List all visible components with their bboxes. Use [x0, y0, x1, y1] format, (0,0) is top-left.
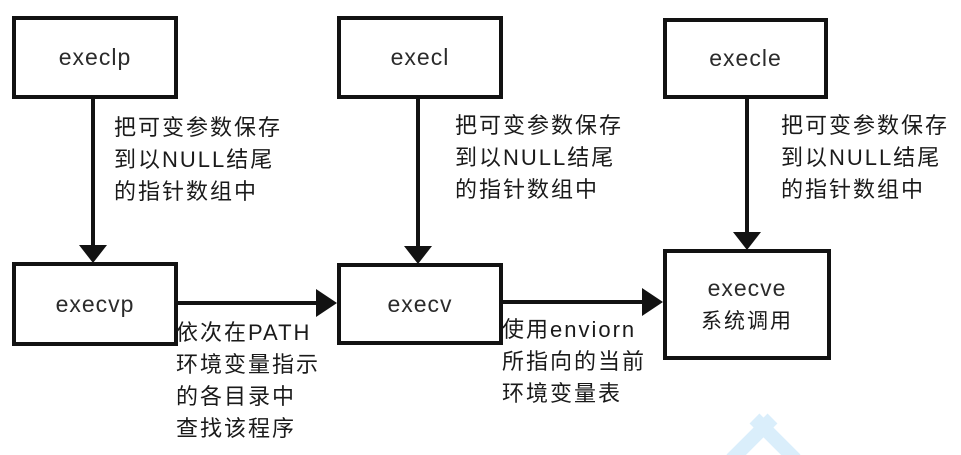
node-execl-label: execl	[390, 44, 450, 70]
annotation-line: 把可变参数保存	[455, 113, 624, 138]
node-execlp-label: execlp	[58, 44, 132, 70]
arrow-execle-to-execve-head-icon	[733, 232, 761, 250]
annotation-line: 查找该程序	[176, 416, 297, 441]
annotation-line: 依次在PATH	[176, 320, 312, 345]
annotation-line: 的指针数组中	[781, 177, 926, 202]
arrow-execl-to-execv-line	[416, 97, 420, 247]
annotation-save-args-execle: 把可变参数保存 到以NULL结尾 的指针数组中	[781, 110, 949, 206]
node-execve-sublabel: 系统调用	[701, 309, 793, 333]
node-execlp: execlp	[12, 16, 178, 99]
node-execle-label: execle	[709, 45, 782, 71]
annotation-line: 的指针数组中	[114, 179, 259, 204]
annotation-line: 所指向的当前	[502, 349, 647, 374]
annotation-line: 到以NULL结尾	[455, 145, 616, 170]
arrow-execv-to-execve-line	[501, 300, 647, 304]
node-execl: execl	[337, 16, 503, 99]
arrow-execv-to-execve-head-icon	[642, 288, 663, 316]
annotation-line: 到以NULL结尾	[781, 145, 942, 170]
arrow-execlp-to-execvp-head-icon	[79, 245, 107, 263]
node-execle: execle	[663, 18, 828, 99]
annotation-environ: 使用enviorn 所指向的当前 环境变量表	[502, 314, 646, 410]
node-execve-label: execve	[707, 274, 787, 301]
node-execvp: execvp	[12, 262, 178, 346]
annotation-path-search: 依次在PATH 环境变量指示 的各目录中 查找该程序	[176, 317, 320, 445]
node-execvp-label: execvp	[55, 290, 135, 317]
annotation-save-args-execlp: 把可变参数保存 到以NULL结尾 的指针数组中	[114, 112, 282, 208]
annotation-line: 到以NULL结尾	[114, 147, 275, 172]
annotation-line: 的指针数组中	[455, 177, 600, 202]
annotation-line: 把可变参数保存	[114, 115, 283, 140]
annotation-line: 把可变参数保存	[781, 113, 950, 138]
arrow-execlp-to-execvp-line	[91, 97, 95, 246]
arrow-execvp-to-execv-line	[176, 301, 322, 305]
annotation-save-args-execl: 把可变参数保存 到以NULL结尾 的指针数组中	[455, 110, 623, 206]
annotation-line: 的各目录中	[176, 384, 297, 409]
arrow-execl-to-execv-head-icon	[404, 246, 432, 264]
annotation-line: 环境变量表	[502, 381, 623, 406]
node-execv: execv	[337, 263, 503, 345]
arrow-execvp-to-execv-head-icon	[316, 289, 337, 317]
annotation-line: 使用enviorn	[502, 317, 637, 342]
node-execve: execve 系统调用	[663, 249, 831, 360]
node-execv-label: execv	[387, 290, 453, 317]
annotation-line: 环境变量指示	[176, 352, 321, 377]
arrow-execle-to-execve-line	[745, 97, 749, 233]
